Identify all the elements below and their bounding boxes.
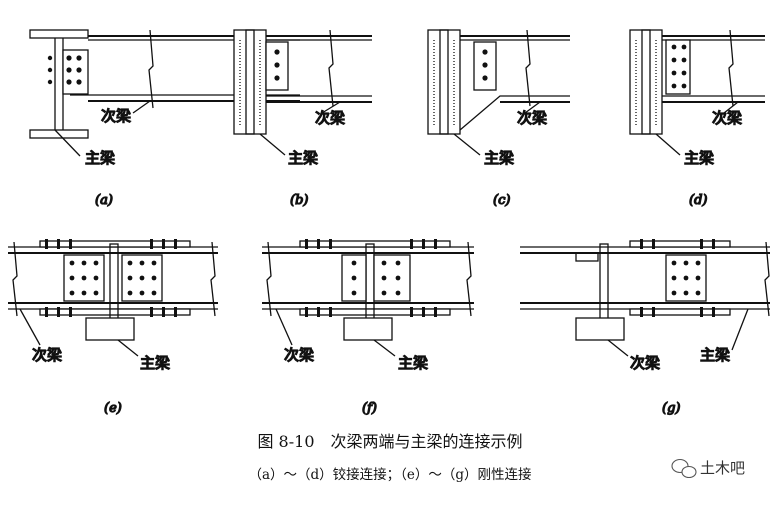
- subfigure-label-d: (d): [689, 193, 707, 208]
- subfigure-label-a: (a): [95, 193, 113, 208]
- label-main-beam-b: 主梁: [288, 149, 318, 167]
- figure-caption-subtitle: （a）～（d）铰接连接；（e）～（g）刚性连接: [248, 466, 531, 483]
- bolt-group: [47, 55, 82, 85]
- diagram-g: 次梁 主梁 (g): [520, 239, 770, 417]
- label-secondary-beam-b: 次梁: [315, 109, 345, 127]
- subfigure-label-f: (f): [362, 401, 377, 416]
- label-main-beam-e: 主梁: [140, 354, 170, 372]
- label-main-beam-c: 主梁: [484, 149, 514, 167]
- label-secondary-beam-c: 次梁: [517, 109, 547, 127]
- label-secondary-beam-f: 次梁: [284, 346, 314, 364]
- label-secondary-beam-e: 次梁: [32, 346, 62, 364]
- subfigure-label-g: (g): [662, 401, 680, 416]
- wechat-icon: [671, 458, 697, 479]
- subfigure-label-b: (b): [290, 193, 308, 208]
- label-secondary-beam-g: 次梁: [630, 354, 660, 372]
- diagram-d: 次梁 主梁 (d): [629, 29, 765, 209]
- subfigure-label-c: (c): [493, 193, 510, 208]
- label-secondary-beam-d: 次梁: [712, 109, 742, 127]
- diagram-f: 次梁 主梁 (f): [262, 239, 474, 417]
- label-secondary-beam-a: 次梁: [101, 107, 131, 125]
- label-main-beam-f: 主梁: [398, 354, 428, 372]
- diagram-e: 次梁 主梁 (e): [8, 239, 218, 417]
- label-main-beam-g: 主梁: [700, 346, 730, 364]
- subfigure-label-e: (e): [104, 401, 122, 416]
- label-main-beam-d: 主梁: [684, 149, 714, 167]
- figure-caption-title: 图 8-10 次梁两端与主梁的连接示例: [257, 432, 522, 451]
- watermark-text: 土木吧: [700, 459, 745, 477]
- diagram-b: 次梁 主梁 (b): [233, 29, 372, 209]
- diagram-a: 次梁 主梁 (a): [29, 29, 300, 209]
- label-main-beam-a: 主梁: [85, 149, 115, 167]
- diagram-c: 次梁 主梁 (c): [427, 29, 570, 209]
- watermark: 土木吧: [671, 458, 745, 479]
